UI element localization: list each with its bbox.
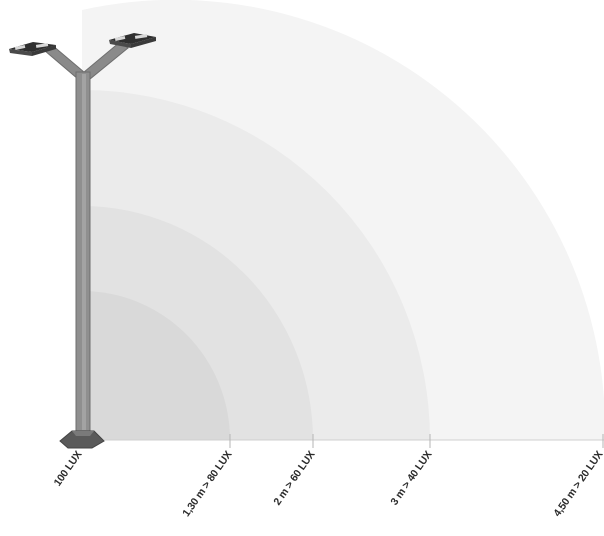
illumination-zones: [82, 0, 604, 440]
label-3m-40-lux: 3 m > 40 LUX: [388, 449, 434, 508]
label-4-50m-20-lux: 4,50 m > 20 LUX: [551, 449, 604, 519]
lamp-head-right: [109, 33, 156, 48]
street-lamp-icon: [9, 33, 156, 449]
label-2m-60-lux: 2 m > 60 LUX: [271, 449, 317, 508]
label-1-30m-80-lux: 1,30 m > 80 LUX: [180, 449, 234, 519]
label-100-lux: 100 LUX: [52, 449, 85, 489]
distance-labels: 100 LUX 1,30 m > 80 LUX 2 m > 60 LUX 3 m…: [52, 449, 604, 519]
lamp-head-left: [9, 42, 56, 56]
lamp-pole-highlight: [82, 74, 86, 430]
distance-ticks: [229, 434, 604, 448]
zone-1-30m: [82, 291, 230, 440]
